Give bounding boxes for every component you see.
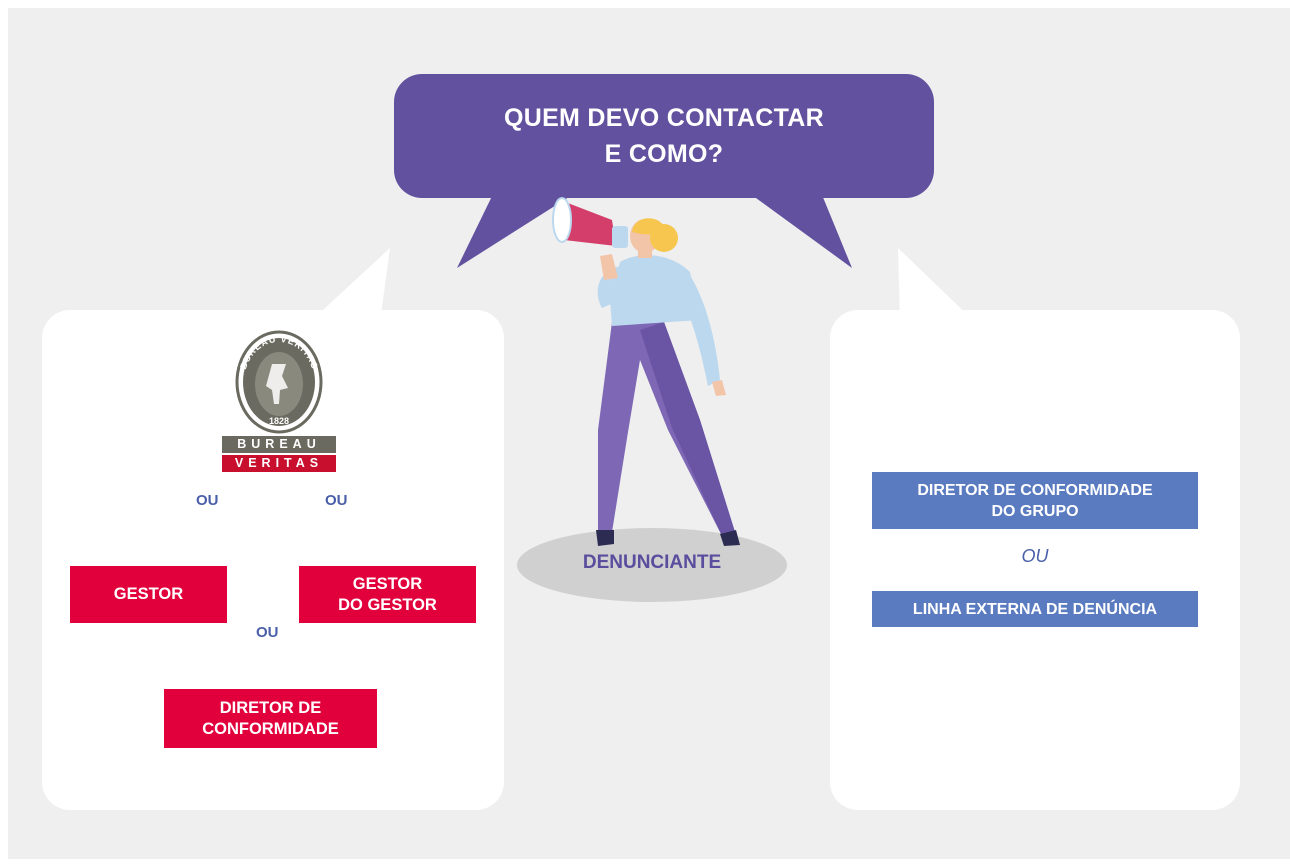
diretor-conformidade-line-2: CONFORMIDADE	[202, 719, 339, 738]
gestor-do-gestor-line-2: DO GESTOR	[338, 595, 437, 614]
right-panel	[830, 310, 1240, 810]
linha-externa-box: LINHA EXTERNA DE DENÚNCIA	[872, 591, 1198, 627]
diretor-conformidade-box: DIRETOR DE CONFORMIDADE	[164, 689, 377, 748]
left-panel-pointer	[310, 248, 390, 322]
ou-label-right-panel: OU	[1021, 546, 1049, 566]
diretor-conformidade-line-1: DIRETOR DE	[219, 698, 322, 717]
floor-shadow	[517, 528, 787, 602]
bureau-veritas-logo: BUREAU VERITAS 1828	[235, 330, 323, 434]
right-panel-pointer	[898, 248, 975, 322]
title-line-2: E COMO?	[604, 140, 724, 168]
ou-label-middle: OU	[256, 624, 279, 641]
logo-year: 1828	[269, 416, 289, 426]
title-line-1: QUEM DEVO CONTACTAR	[503, 104, 825, 132]
linha-externa-label: LINHA EXTERNA DE DENÚNCIA	[912, 600, 1158, 618]
gestor-box: GESTOR	[70, 566, 227, 623]
logo-word-veritas: VERITAS	[222, 455, 336, 472]
speech-bubble	[394, 74, 934, 268]
ou-label-right: OU	[325, 492, 348, 509]
gestor-label: GESTOR	[113, 585, 184, 603]
diretor-grupo-box: DIRETOR DE CONFORMIDADE DO GRUPO	[872, 472, 1198, 529]
diretor-grupo-line-2: DO GRUPO	[991, 502, 1079, 520]
speech-bubble-title: QUEM DEVO CONTACTAR E COMO?	[394, 74, 934, 198]
whistleblower-figure	[552, 197, 740, 546]
gestor-do-gestor-box: GESTOR DO GESTOR	[299, 566, 476, 623]
gestor-do-gestor-line-1: GESTOR	[352, 574, 423, 593]
ou-label-left: OU	[196, 492, 219, 509]
denunciante-label: DENUNCIANTE	[582, 552, 722, 573]
logo-word-bureau: BUREAU	[222, 436, 336, 453]
diretor-grupo-line-1: DIRETOR DE CONFORMIDADE	[917, 481, 1153, 499]
